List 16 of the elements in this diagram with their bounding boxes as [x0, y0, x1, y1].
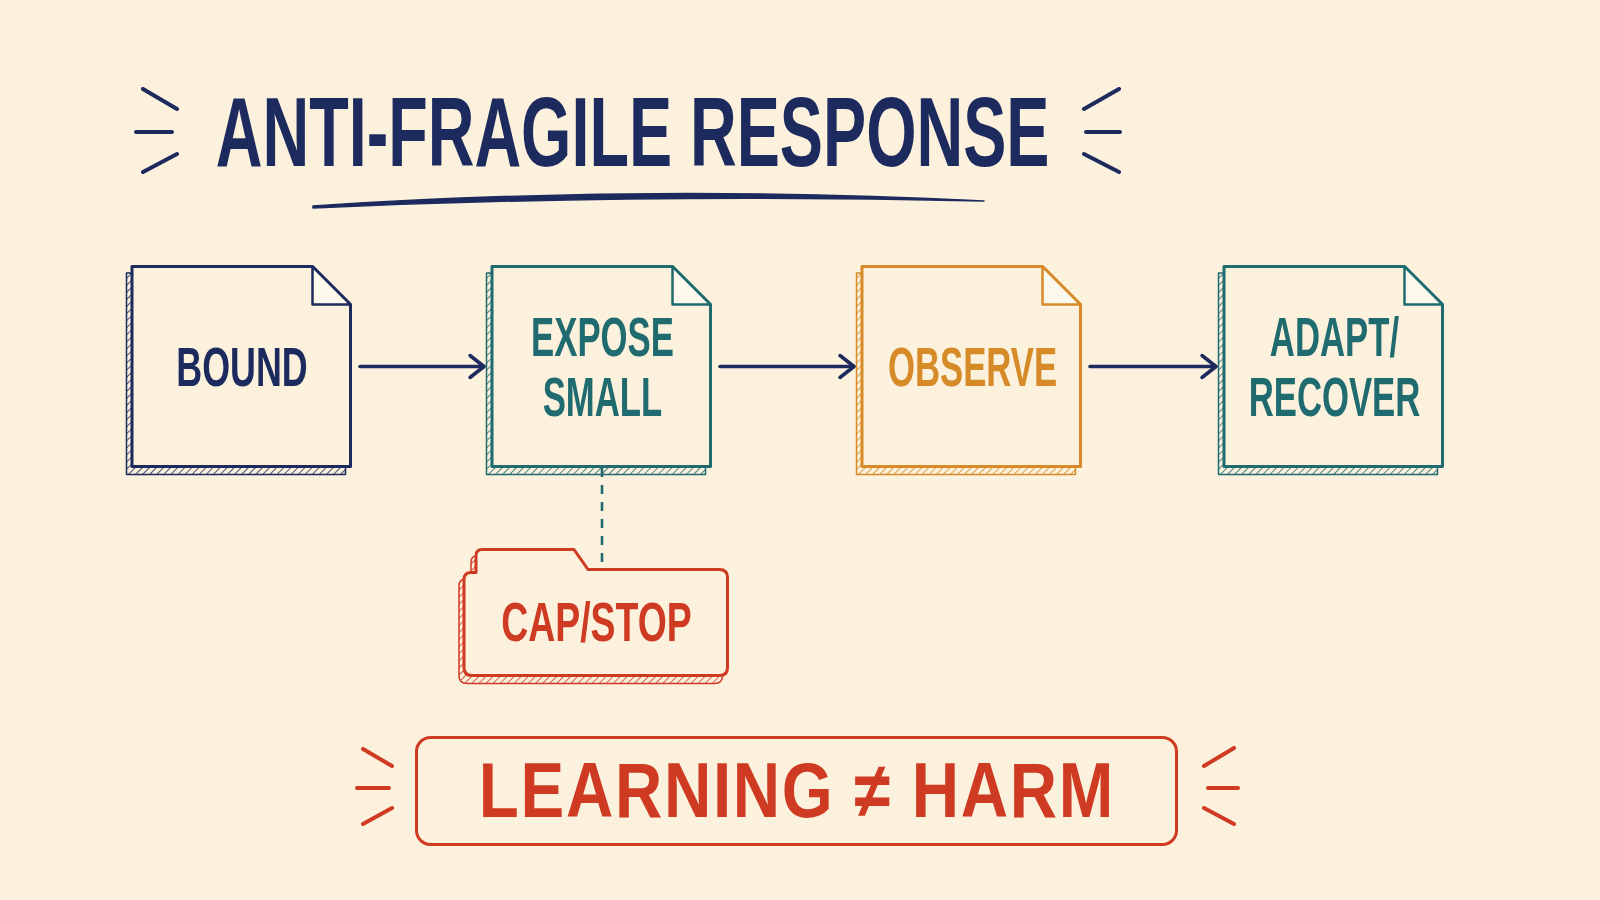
- folder-box: [458, 548, 729, 684]
- arrow: [1088, 353, 1218, 380]
- banner-text: LEARNING ≠ HARM: [477, 749, 1116, 833]
- step-label: BOUND: [175, 336, 309, 397]
- document-box: [125, 265, 352, 476]
- arrow: [358, 353, 486, 380]
- step-label: OBSERVE: [886, 336, 1058, 397]
- arrow: [718, 353, 856, 380]
- document-box: [485, 265, 712, 476]
- step-label: EXPOSE SMALL: [529, 306, 675, 427]
- document-box: [1217, 265, 1444, 476]
- document-box: [855, 265, 1082, 476]
- banner-box: [415, 736, 1178, 846]
- folder-label: CAP/STOP: [500, 593, 693, 652]
- step-label: ADAPT/ RECOVER: [1247, 306, 1421, 427]
- title-text: ANTI-FRAGILE RESPONSE: [216, 83, 1050, 181]
